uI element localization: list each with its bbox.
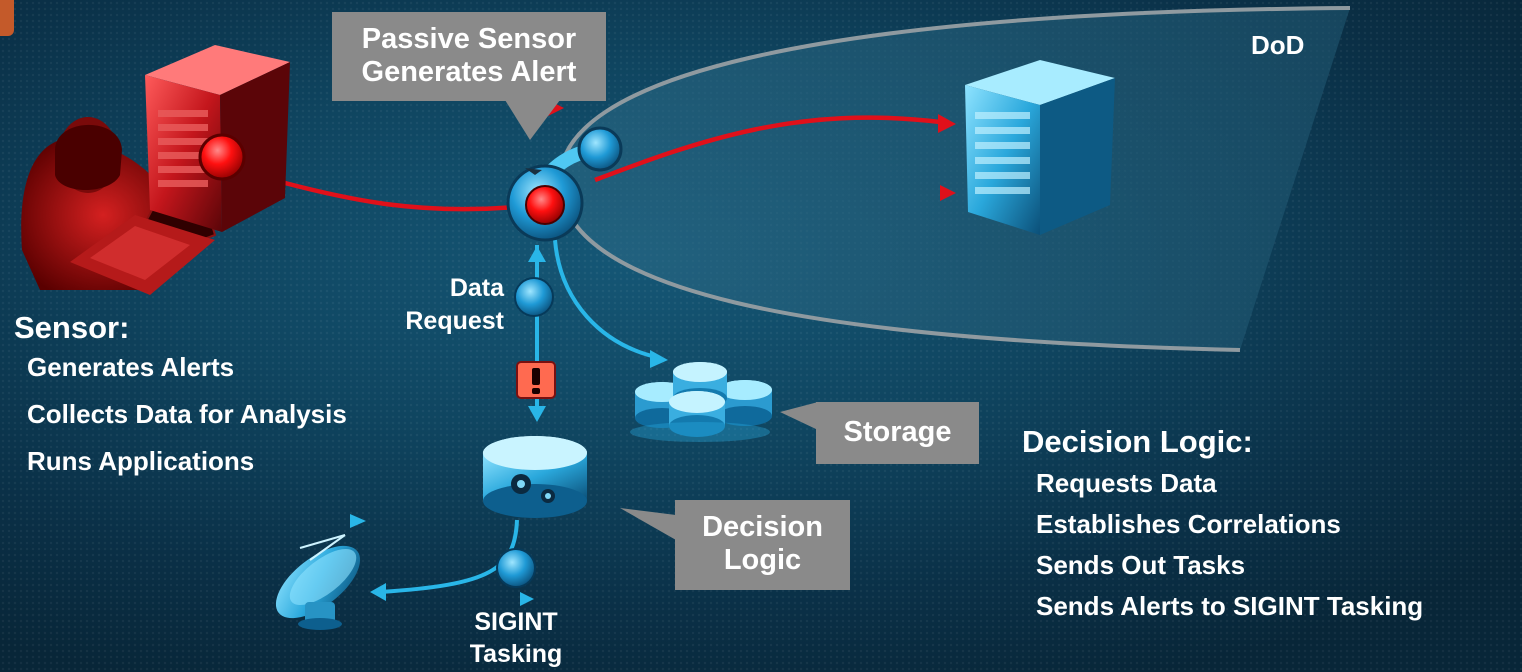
decision-logic-callout: Decision Logic [675,500,850,590]
flow-line [553,239,661,360]
decision-item: Establishes Correlations [1036,509,1341,539]
dod-server-icon [965,60,1115,235]
decision-logic-line1: Decision [702,511,823,543]
sensor-item: Runs Applications [27,446,255,476]
dod-boundary [560,8,1350,350]
passive-sensor-line2: Generates Alert [361,56,577,88]
callout-pointer [505,100,560,140]
sensor-panel: Sensor: Generates Alerts Collects Data f… [14,310,347,493]
threat-flow-line [284,180,516,212]
data-request-line2: Request [405,307,504,335]
data-request-line1: Data [449,274,504,302]
decision-db-icon [483,436,587,518]
sigint-node [496,548,536,588]
data-request-node [514,277,554,317]
decision-item: Sends Out Tasks [1036,550,1246,580]
passive-sensor-callout: Passive Sensor Generates Alert [332,12,606,101]
callout-pointer [780,402,818,430]
threat-arrowhead [938,114,956,133]
flow-arrowhead [650,350,668,368]
sensor-node-icon [506,126,623,242]
threat-arrowhead [940,185,956,201]
sigint-line1: SIGINT [474,608,558,636]
decision-item: Requests Data [1036,468,1217,498]
flow-arrowhead [528,406,546,422]
attacker-server-icon [145,45,290,232]
warning-icon [516,361,556,399]
satellite-dish-icon [275,534,361,630]
flow-arrowhead [350,514,366,528]
sigint-tasking-label: SIGINT Tasking [456,606,576,670]
sigint-line2: Tasking [469,640,563,668]
sensor-item: Generates Alerts [27,352,235,382]
sensor-item: Collects Data for Analysis [27,399,347,429]
corner-tab [0,0,14,36]
threat-flow-line [594,115,941,183]
storage-icon [630,362,772,442]
decision-heading: Decision Logic: [1022,424,1253,459]
dod-label: DoD [1251,30,1305,60]
storage-label: Storage [843,416,952,448]
sensor-heading: Sensor: [14,310,130,345]
storage-callout: Storage [816,402,979,464]
decision-logic-line2: Logic [723,544,802,576]
flow-arrowhead [370,583,386,601]
data-request-label: Data Request [390,272,504,338]
hacker-icon [21,117,217,295]
flow-arrowhead [520,592,534,606]
decision-item: Sends Alerts to SIGINT Tasking [1036,591,1424,621]
flow-arrowhead [528,246,546,262]
passive-sensor-line1: Passive Sensor [361,23,577,55]
flow-line [379,519,519,594]
decision-logic-panel: Decision Logic: Requests Data Establishe… [1022,424,1423,632]
callout-pointer [620,508,676,540]
